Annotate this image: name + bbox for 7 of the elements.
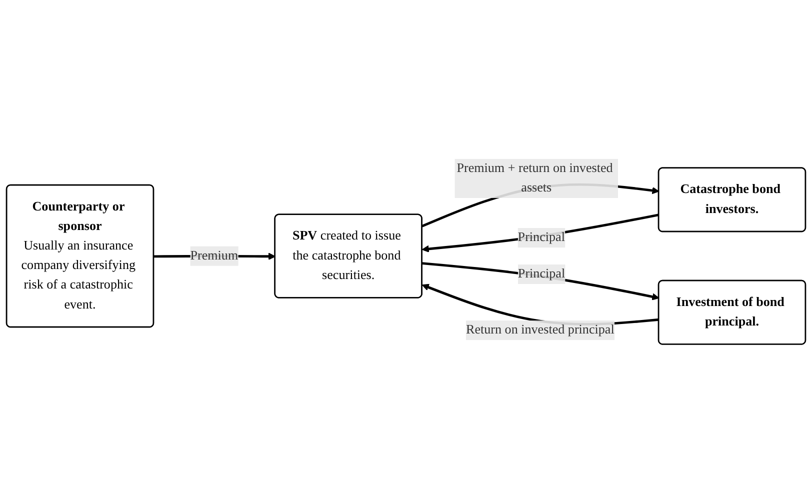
edge-label: Principal (518, 230, 565, 244)
edge-label: Principal (518, 266, 566, 281)
arrow (422, 214, 660, 252)
edge-label: Premium + return on invested assets (456, 161, 613, 195)
edge-label: Return on invested principal (466, 322, 614, 337)
arrow (422, 262, 660, 300)
edge-label: Premium (190, 248, 238, 263)
